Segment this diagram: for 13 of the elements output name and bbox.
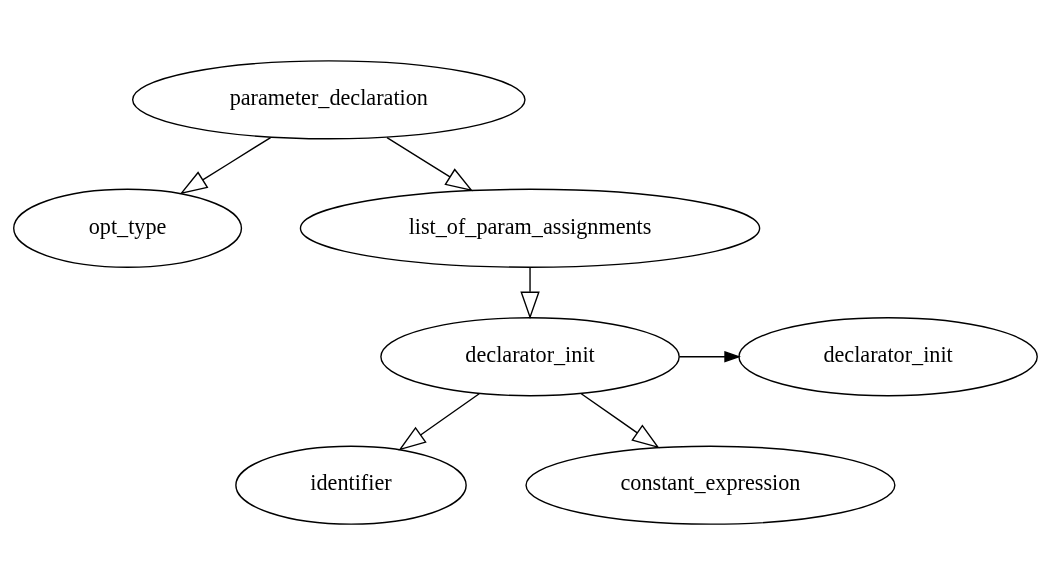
arrow: [580, 392, 660, 448]
node-ellipse: constant_expression: [525, 445, 896, 525]
arrow: [386, 136, 474, 191]
arrow: [520, 266, 540, 319]
node-ellipse: declarator_init: [738, 316, 1038, 396]
node-ellipse: declarator_init: [380, 316, 680, 396]
node-ellipse: parameter_declaration: [131, 59, 526, 139]
arrow: [179, 136, 272, 194]
node-ellipse: list_of_param_assignments: [299, 188, 761, 268]
node-ellipse: identifier: [235, 445, 467, 525]
arrow: [398, 392, 480, 451]
arrow: [678, 350, 741, 363]
node-ellipse: opt_type: [13, 188, 243, 268]
